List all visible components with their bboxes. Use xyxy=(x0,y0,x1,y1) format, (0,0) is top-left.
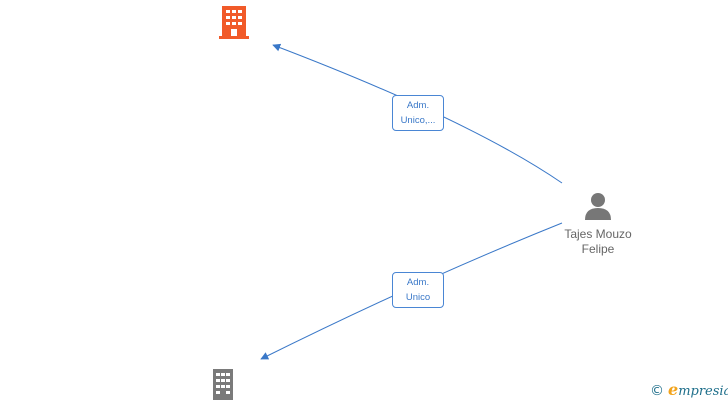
edge-label-top-line1: Adm. xyxy=(406,100,430,111)
edge-label-top[interactable]: Adm. Unico,... xyxy=(392,95,444,131)
edge-label-bottom-line1: Adm. xyxy=(406,277,430,288)
person-icon xyxy=(585,193,611,220)
person-name-line2: Felipe xyxy=(581,242,615,256)
company-node-top[interactable] xyxy=(219,6,249,39)
edge-label-bottom-line2: Unico xyxy=(405,292,431,303)
brand-logo: ©empresia xyxy=(650,380,728,399)
edge-label-bottom[interactable]: Adm. Unico xyxy=(392,272,444,308)
person-name[interactable]: Tajes Mouzo Felipe xyxy=(548,227,648,257)
copyright-symbol: © xyxy=(650,383,664,399)
building-icon xyxy=(219,6,249,39)
brand-initial: e xyxy=(668,380,679,399)
brand-name: mpresia xyxy=(678,384,728,399)
edge-label-top-line2: Unico,... xyxy=(400,115,436,126)
person-node[interactable] xyxy=(585,193,611,220)
building-icon xyxy=(213,369,233,400)
company-node-bottom[interactable] xyxy=(213,369,233,400)
person-name-line1: Tajes Mouzo xyxy=(564,227,632,241)
